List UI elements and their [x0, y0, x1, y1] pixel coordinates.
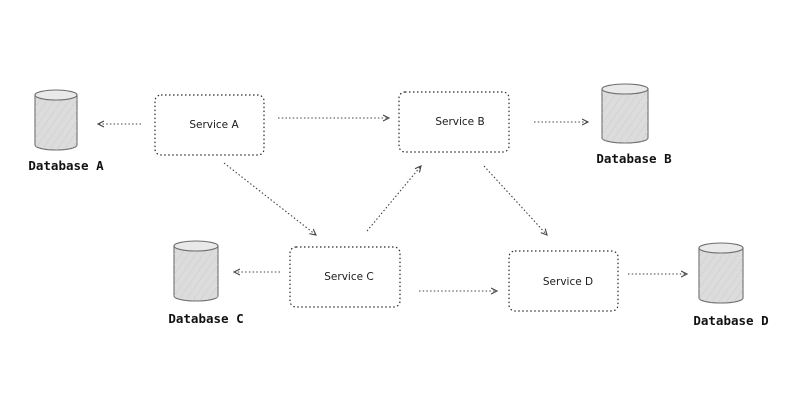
database-b-icon: [601, 83, 649, 144]
database-a-label: Database A: [28, 158, 104, 173]
database-b-label: Database B: [596, 151, 672, 166]
service-a-node[interactable]: Service A: [154, 94, 265, 156]
service-a-label: Service A: [189, 119, 239, 131]
service-b-label: Service B: [435, 116, 484, 128]
database-d-label: Database D: [693, 313, 768, 328]
service-b-node[interactable]: Service B: [398, 91, 510, 153]
service-c-label: Service C: [324, 271, 373, 283]
database-c-icon: [173, 240, 219, 302]
connector-service-c-to-service-b: [366, 166, 421, 232]
connector-service-b-to-service-d: [483, 165, 547, 235]
service-d-node[interactable]: Service D: [508, 250, 619, 312]
database-d-node[interactable]: Database D: [693, 242, 769, 328]
database-a-icon: [34, 89, 78, 151]
database-c-label: Database C: [168, 311, 243, 326]
connector-service-a-to-service-c: [223, 162, 316, 235]
service-d-label: Service D: [543, 276, 593, 288]
database-d-icon: [698, 242, 744, 304]
database-b-node[interactable]: Database B: [596, 83, 672, 166]
database-c-node[interactable]: Database C: [168, 240, 244, 326]
database-a-node[interactable]: Database A: [28, 89, 104, 173]
service-c-node[interactable]: Service C: [289, 246, 401, 308]
